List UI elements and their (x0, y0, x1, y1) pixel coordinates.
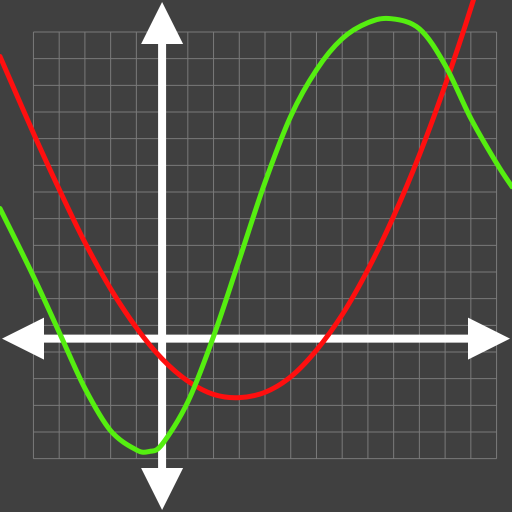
x-axis-arrow-left (2, 317, 44, 360)
x-axis-arrow-right (468, 317, 510, 360)
y-axis-arrow-up (141, 2, 184, 44)
series-line-1 (0, 0, 477, 401)
series-line-2 (0, 15, 512, 455)
series-lines (0, 0, 512, 455)
y-axis-arrow-down (141, 468, 184, 510)
